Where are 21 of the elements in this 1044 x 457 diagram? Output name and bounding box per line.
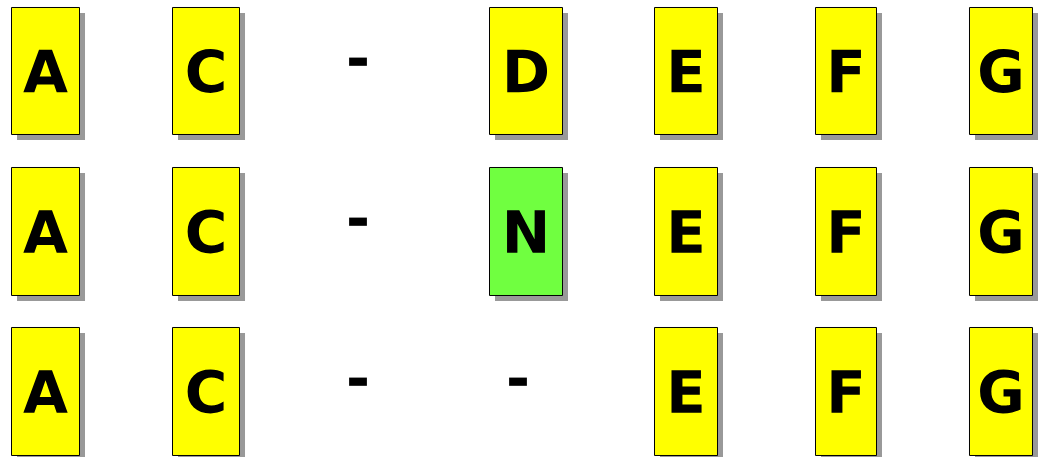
letter-box: G — [969, 167, 1038, 301]
letter-box: A — [11, 7, 85, 140]
dash-label: - — [349, 217, 367, 226]
letter-box: A — [11, 167, 85, 301]
letter-box: F — [815, 327, 882, 457]
dash-label: - — [349, 57, 367, 66]
letter-box: C — [172, 327, 245, 457]
letter-box: D — [489, 7, 568, 140]
letter-box: F — [815, 167, 882, 301]
dash-label: - — [349, 377, 367, 386]
letter-box: C — [172, 7, 245, 140]
letter-box: A — [11, 327, 85, 457]
letter-box: N — [489, 167, 568, 301]
letter-box: G — [969, 327, 1038, 457]
dash-label: - — [509, 377, 527, 386]
letter-box: E — [654, 167, 723, 301]
letter-box: E — [654, 327, 723, 457]
letter-box: C — [172, 167, 245, 301]
letter-box: G — [969, 7, 1038, 140]
letter-box: F — [815, 7, 882, 140]
letter-box: E — [654, 7, 723, 140]
